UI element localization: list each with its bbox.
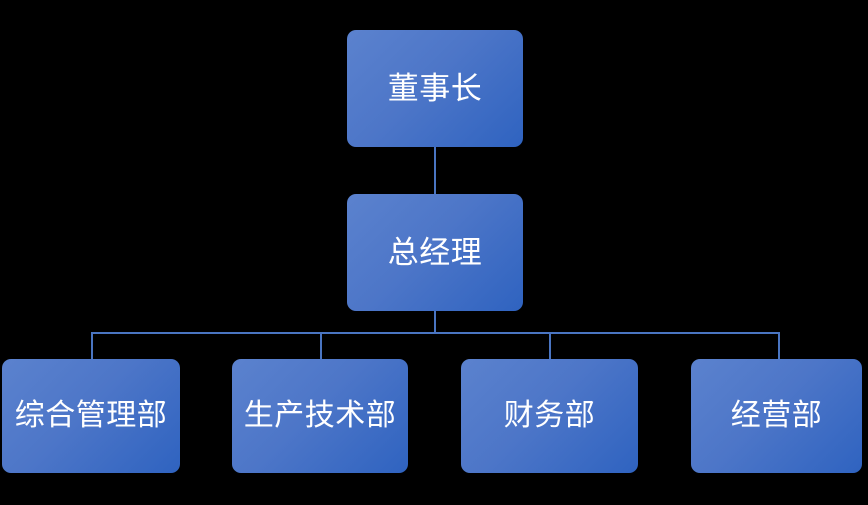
org-node-general-manager-label: 总经理	[387, 234, 483, 270]
org-node-department-finance[interactable]: 财务部	[461, 359, 638, 473]
org-node-chairman-label: 董事长	[387, 70, 483, 106]
org-node-department-label: 综合管理部	[14, 398, 168, 432]
connector-department-bus	[91, 332, 780, 334]
connector-drop-dept-2	[549, 333, 551, 359]
connector-chairman-to-general-manager	[434, 147, 436, 194]
connector-drop-dept-1	[320, 333, 322, 359]
connector-drop-dept-0	[91, 333, 93, 359]
org-node-general-manager[interactable]: 总经理	[347, 194, 523, 311]
org-node-chairman[interactable]: 董事长	[347, 30, 523, 147]
connector-general-manager-stem	[434, 311, 436, 333]
connector-drop-dept-3	[778, 333, 780, 359]
org-node-department-production-technology[interactable]: 生产技术部	[232, 359, 408, 473]
org-node-department-operations[interactable]: 经营部	[691, 359, 862, 473]
org-node-department-label: 经营部	[730, 398, 823, 432]
org-node-department-comprehensive-management[interactable]: 综合管理部	[2, 359, 180, 473]
org-node-department-label: 生产技术部	[243, 398, 397, 432]
org-node-department-label: 财务部	[503, 398, 596, 432]
